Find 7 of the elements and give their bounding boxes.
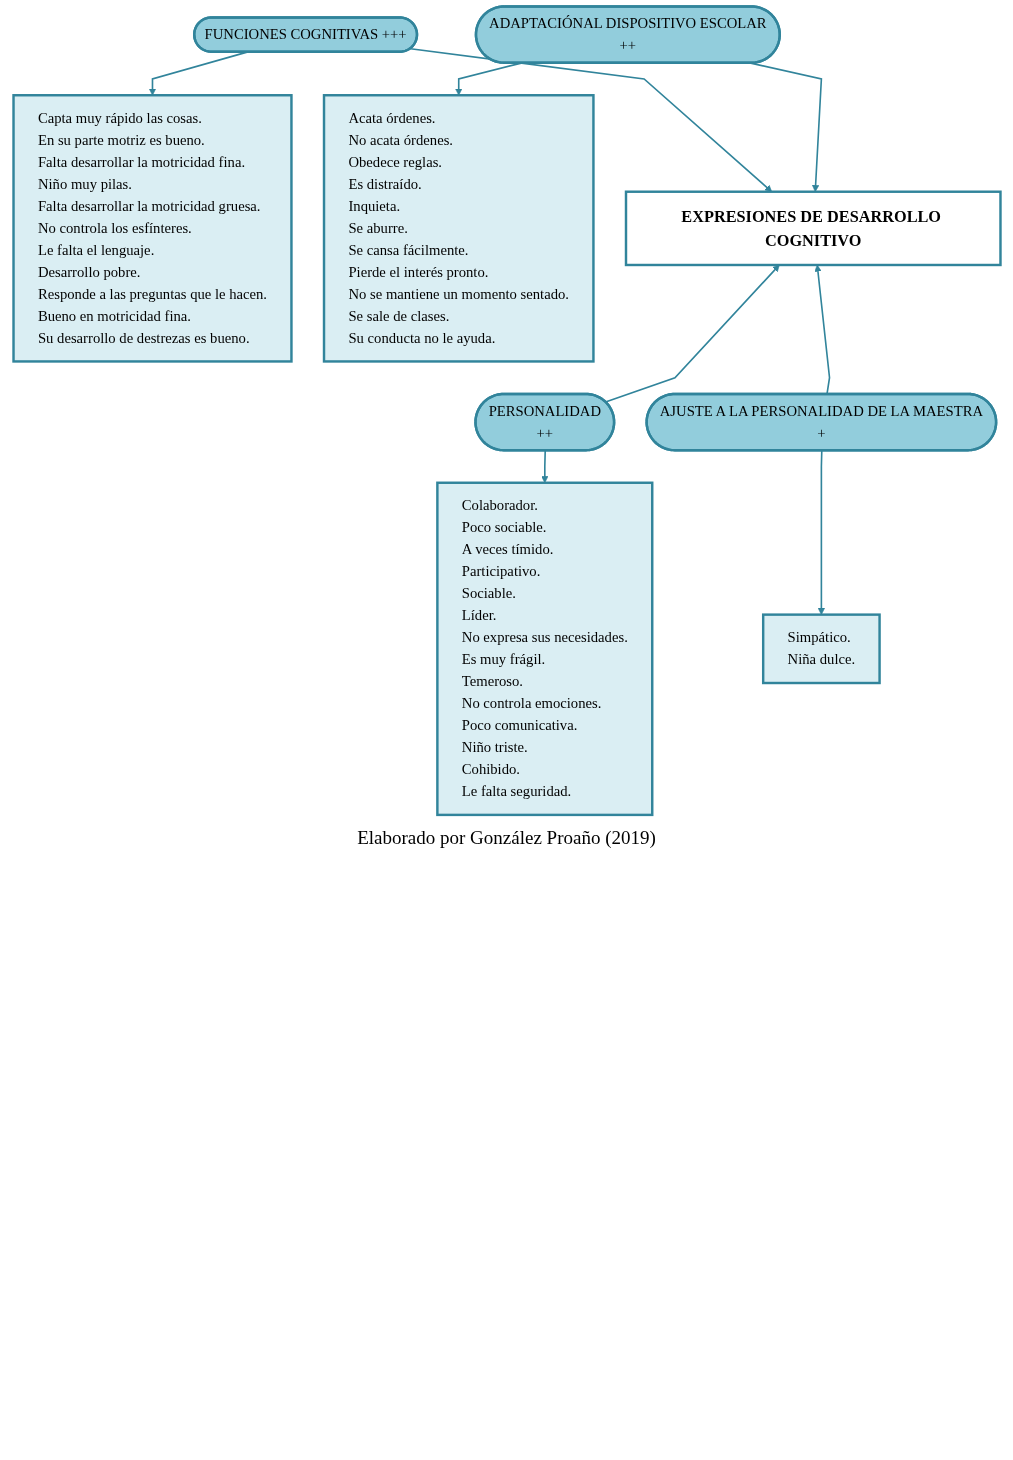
node-box: Simpático. Niña dulce. — [761, 613, 881, 685]
node-box: EXPRESIONES DE DESARROLLO COGNITIVO — [624, 190, 1002, 267]
arrow — [604, 264, 780, 403]
node-box: Capta muy rápido las cosas. En su parte motriz es bueno. Falta desarrollar la motricidad fina. Niño muy pilas. Falta desarrollar la motricidad gruesa. No controla los esfínteres. Le falta el lenguaje. Desarrollo pobre. Responde a las preguntas que le hacen. Bueno en motricidad fina. Su desarrollo de destrezas es bueno. — [11, 94, 293, 363]
node-box: Acata órdenes. No acata órdenes. Obedece reglas. Es distraído. Inquieta. Se aburre. Se cansa fácilmente. Pierde el interés pronto. No se mantiene un momento sentado. Se sale de clases. Su conducta no le ayuda. — [322, 94, 595, 363]
caption: Elaborado por González Proaño (2019) — [356, 827, 657, 850]
node-box: Colaborador. Poco sociable. A veces tímido. Participativo. Sociable. Líder. No expresa sus necesidades. Es muy frágil. Temeroso. No controla emociones. Poco comunicativa. Niño triste. Cohibido. Le falta seguridad. — [435, 481, 653, 817]
